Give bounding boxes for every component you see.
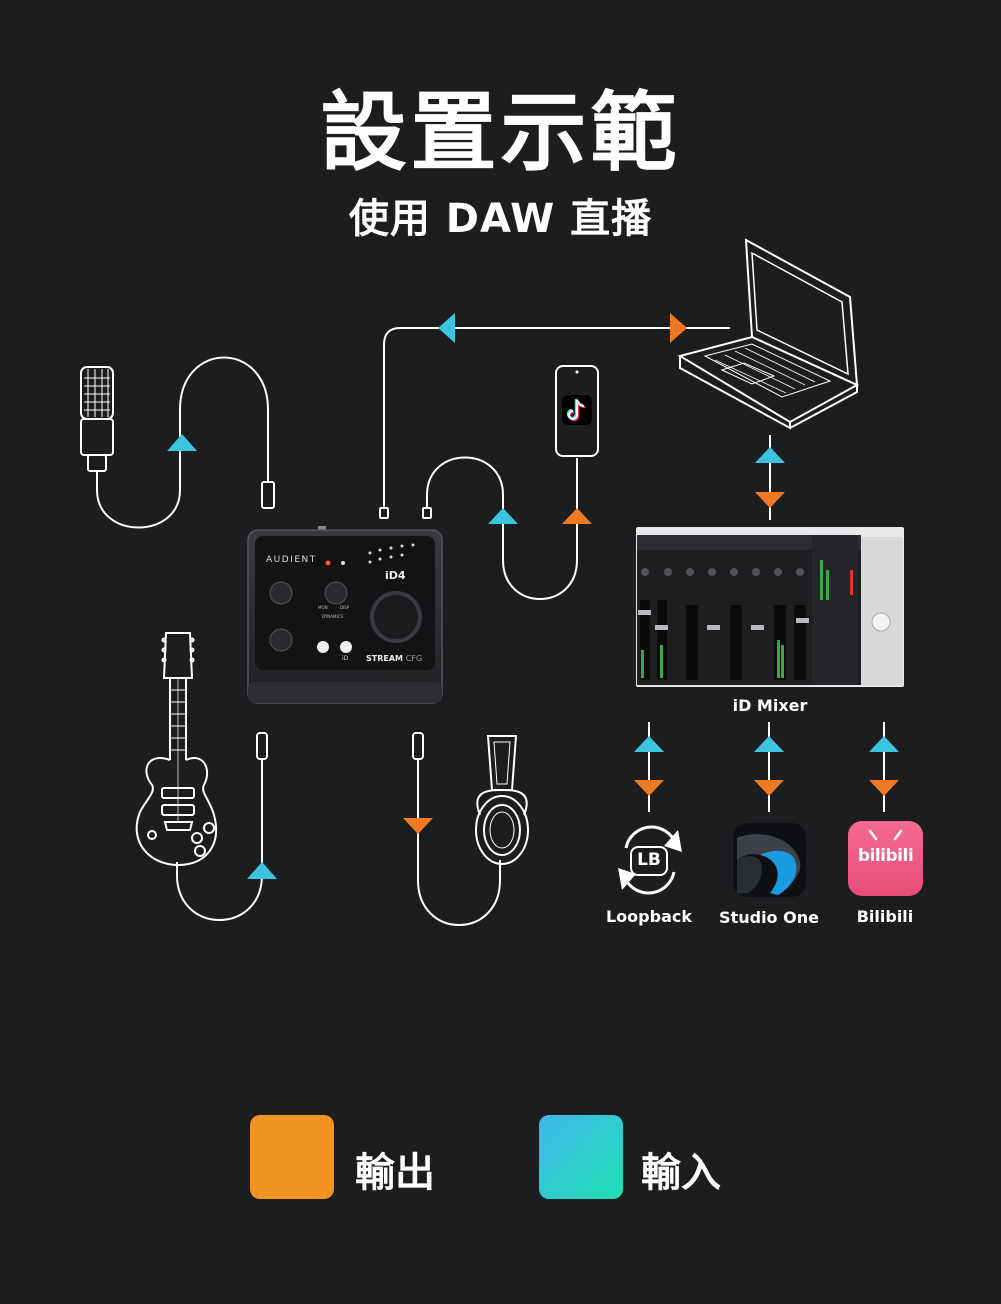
headphone-cable [417, 760, 501, 926]
output-arrow [403, 818, 433, 834]
audio-interface [247, 526, 443, 704]
guitar-cable [176, 760, 263, 921]
mixer-label: iD Mixer [732, 696, 808, 715]
interface-dynamics-label: DYNAMICS [322, 614, 343, 619]
loopback-badge: LB [637, 850, 661, 870]
legend-output-label: 輸出 [355, 1150, 435, 1196]
input-arrow [634, 736, 664, 752]
page-subtitle: 使用 DAW 直播 [348, 196, 653, 242]
interface-model: iD4 [385, 569, 406, 582]
interface-stream-text: STREAM [366, 654, 403, 663]
output-arrow [634, 780, 664, 796]
mic-cable [96, 356, 269, 529]
input-arrow [438, 313, 455, 343]
app-label-bilibili: Bilibili [856, 907, 914, 926]
loopback-icon [618, 825, 682, 895]
interface-stream-suffix: CFG [405, 654, 423, 663]
guitar-icon [135, 632, 218, 867]
interface-button-label: iD [342, 655, 349, 662]
studio-one-icon [733, 823, 806, 897]
interface-stream-label: STREAM CFG [366, 654, 422, 663]
legend-output-swatch [250, 1115, 334, 1199]
legend-input-label: 輸入 [641, 1150, 721, 1196]
arrows [167, 313, 899, 879]
interface-knob-label-disp: DISP [340, 605, 350, 610]
output-arrow [755, 492, 785, 508]
plugs [256, 481, 432, 760]
output-arrow [869, 780, 899, 796]
input-arrow [755, 447, 785, 463]
output-arrow [754, 780, 784, 796]
laptop-icon [677, 238, 860, 430]
app-label-loopback: Loopback [605, 907, 692, 926]
output-arrow [562, 508, 592, 524]
page-title: 設置示範 [320, 83, 681, 183]
phone-icon [555, 365, 599, 457]
input-arrow [247, 862, 277, 879]
interface-knob-label-mon: MON [318, 605, 328, 610]
input-arrow [869, 736, 899, 752]
bilibili-badge: bilibili [857, 846, 914, 866]
usb-cable-phone [426, 456, 578, 600]
headphones-icon [475, 735, 529, 865]
input-arrow [488, 508, 518, 524]
bilibili-icon [848, 821, 923, 896]
id-mixer-window [636, 527, 904, 687]
microphone-icon [80, 366, 114, 472]
output-arrow [670, 313, 687, 343]
interface-brand: AUDIENT [266, 555, 317, 565]
input-arrow [754, 736, 784, 752]
usb-cable-computer [383, 327, 730, 512]
app-label-studio-one: Studio One [719, 908, 819, 927]
input-arrow [167, 434, 197, 451]
legend-input-swatch [539, 1115, 623, 1199]
